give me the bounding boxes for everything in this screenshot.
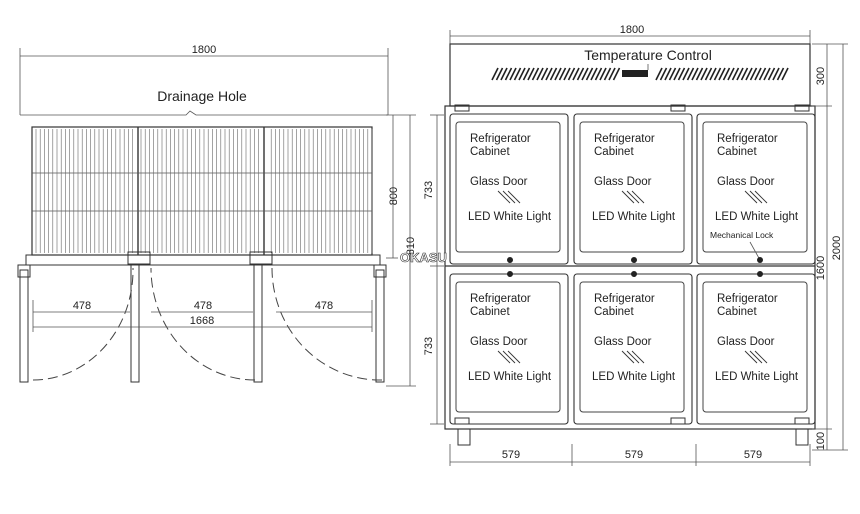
lock-dot (507, 257, 513, 263)
drainage-hole-label: Drainage Hole (157, 88, 247, 104)
glass-hatch (626, 190, 640, 204)
lock-dot (631, 257, 637, 263)
glass-hatch (749, 350, 763, 364)
plan-depth-dimension: 800 (388, 187, 400, 205)
column-width-2: 579 (625, 449, 643, 461)
glass-hatch (621, 350, 635, 364)
okasu-watermark: OKASU (400, 250, 448, 266)
column-width-3: 579 (744, 449, 762, 461)
glass-hatch (507, 190, 521, 204)
door-label-led: LED White Light (468, 371, 552, 383)
door-label-title: Refrigerator (717, 293, 778, 305)
door-label-glass: Glass Door (470, 336, 528, 348)
glass-hatch (507, 350, 521, 364)
plan-width-dimension: 1800 (192, 44, 216, 56)
glass-hatch (631, 190, 645, 204)
door-label-subtitle: Cabinet (594, 146, 634, 158)
door-label-subtitle: Cabinet (717, 306, 757, 318)
upper-door-height: 733 (423, 181, 435, 199)
door-label-subtitle: Cabinet (717, 146, 757, 158)
lower-door-height: 733 (423, 337, 435, 355)
ventilation-grille (491, 67, 789, 81)
door-label-title: Refrigerator (717, 133, 778, 145)
door-label-subtitle: Cabinet (594, 306, 634, 318)
glass-hatch (502, 190, 516, 204)
door-label-led: LED White Light (715, 371, 799, 383)
column-width-1: 579 (502, 449, 520, 461)
glass-hatch (502, 350, 516, 364)
glass-hatch (749, 190, 763, 204)
glass-hatch (497, 350, 511, 364)
door-label-glass: Glass Door (470, 176, 528, 188)
door-label-glass: Glass Door (717, 336, 775, 348)
door-label-led: LED White Light (592, 371, 676, 383)
temperature-display (622, 70, 648, 77)
glass-hatch (631, 350, 645, 364)
elevation-width-dimension: 1800 (620, 24, 644, 36)
plan-door-width-1: 478 (73, 300, 91, 312)
glass-hatch (744, 190, 758, 204)
glass-hatch (754, 190, 768, 204)
door-label-led: LED White Light (592, 211, 676, 223)
top-section-height: 300 (815, 67, 827, 85)
plan-view: 1800 Drainage Hole 478 478 4 (17, 44, 417, 387)
door-label-title: Refrigerator (470, 133, 531, 145)
glass-hatch (497, 190, 511, 204)
front-elevation: 1800 Temperature Control RefrigeratorCab… (423, 24, 848, 466)
plan-door-width-3: 478 (315, 300, 333, 312)
leg-height: 100 (815, 432, 827, 450)
door-label-led: LED White Light (715, 211, 799, 223)
glass-hatch (621, 190, 635, 204)
lock-dot (757, 271, 763, 277)
door-label-subtitle: Cabinet (470, 146, 510, 158)
mechanical-lock-label: Mechanical Lock (710, 230, 774, 240)
lock-dot (631, 271, 637, 277)
plan-depth-outer-dimension: 810 (405, 237, 417, 255)
door-label-glass: Glass Door (594, 176, 652, 188)
door-label-glass: Glass Door (717, 176, 775, 188)
door-label-led: LED White Light (468, 211, 552, 223)
total-height: 2000 (831, 236, 843, 260)
lock-dot (757, 257, 763, 263)
door-label-title: Refrigerator (470, 293, 531, 305)
door-label-subtitle: Cabinet (470, 306, 510, 318)
lock-dot (507, 271, 513, 277)
plan-door-width-2: 478 (194, 300, 212, 312)
door-label-glass: Glass Door (594, 336, 652, 348)
svg-text:OKASU: OKASU (400, 250, 447, 265)
glass-hatch (626, 350, 640, 364)
shelf-grill (35, 129, 373, 253)
body-height: 1600 (815, 256, 827, 280)
door-label-title: Refrigerator (594, 133, 655, 145)
door-label-title: Refrigerator (594, 293, 655, 305)
plan-door-total-dimension: 1668 (190, 315, 214, 327)
glass-hatch (754, 350, 768, 364)
temperature-control-label: Temperature Control (584, 47, 712, 63)
glass-hatch (744, 350, 758, 364)
